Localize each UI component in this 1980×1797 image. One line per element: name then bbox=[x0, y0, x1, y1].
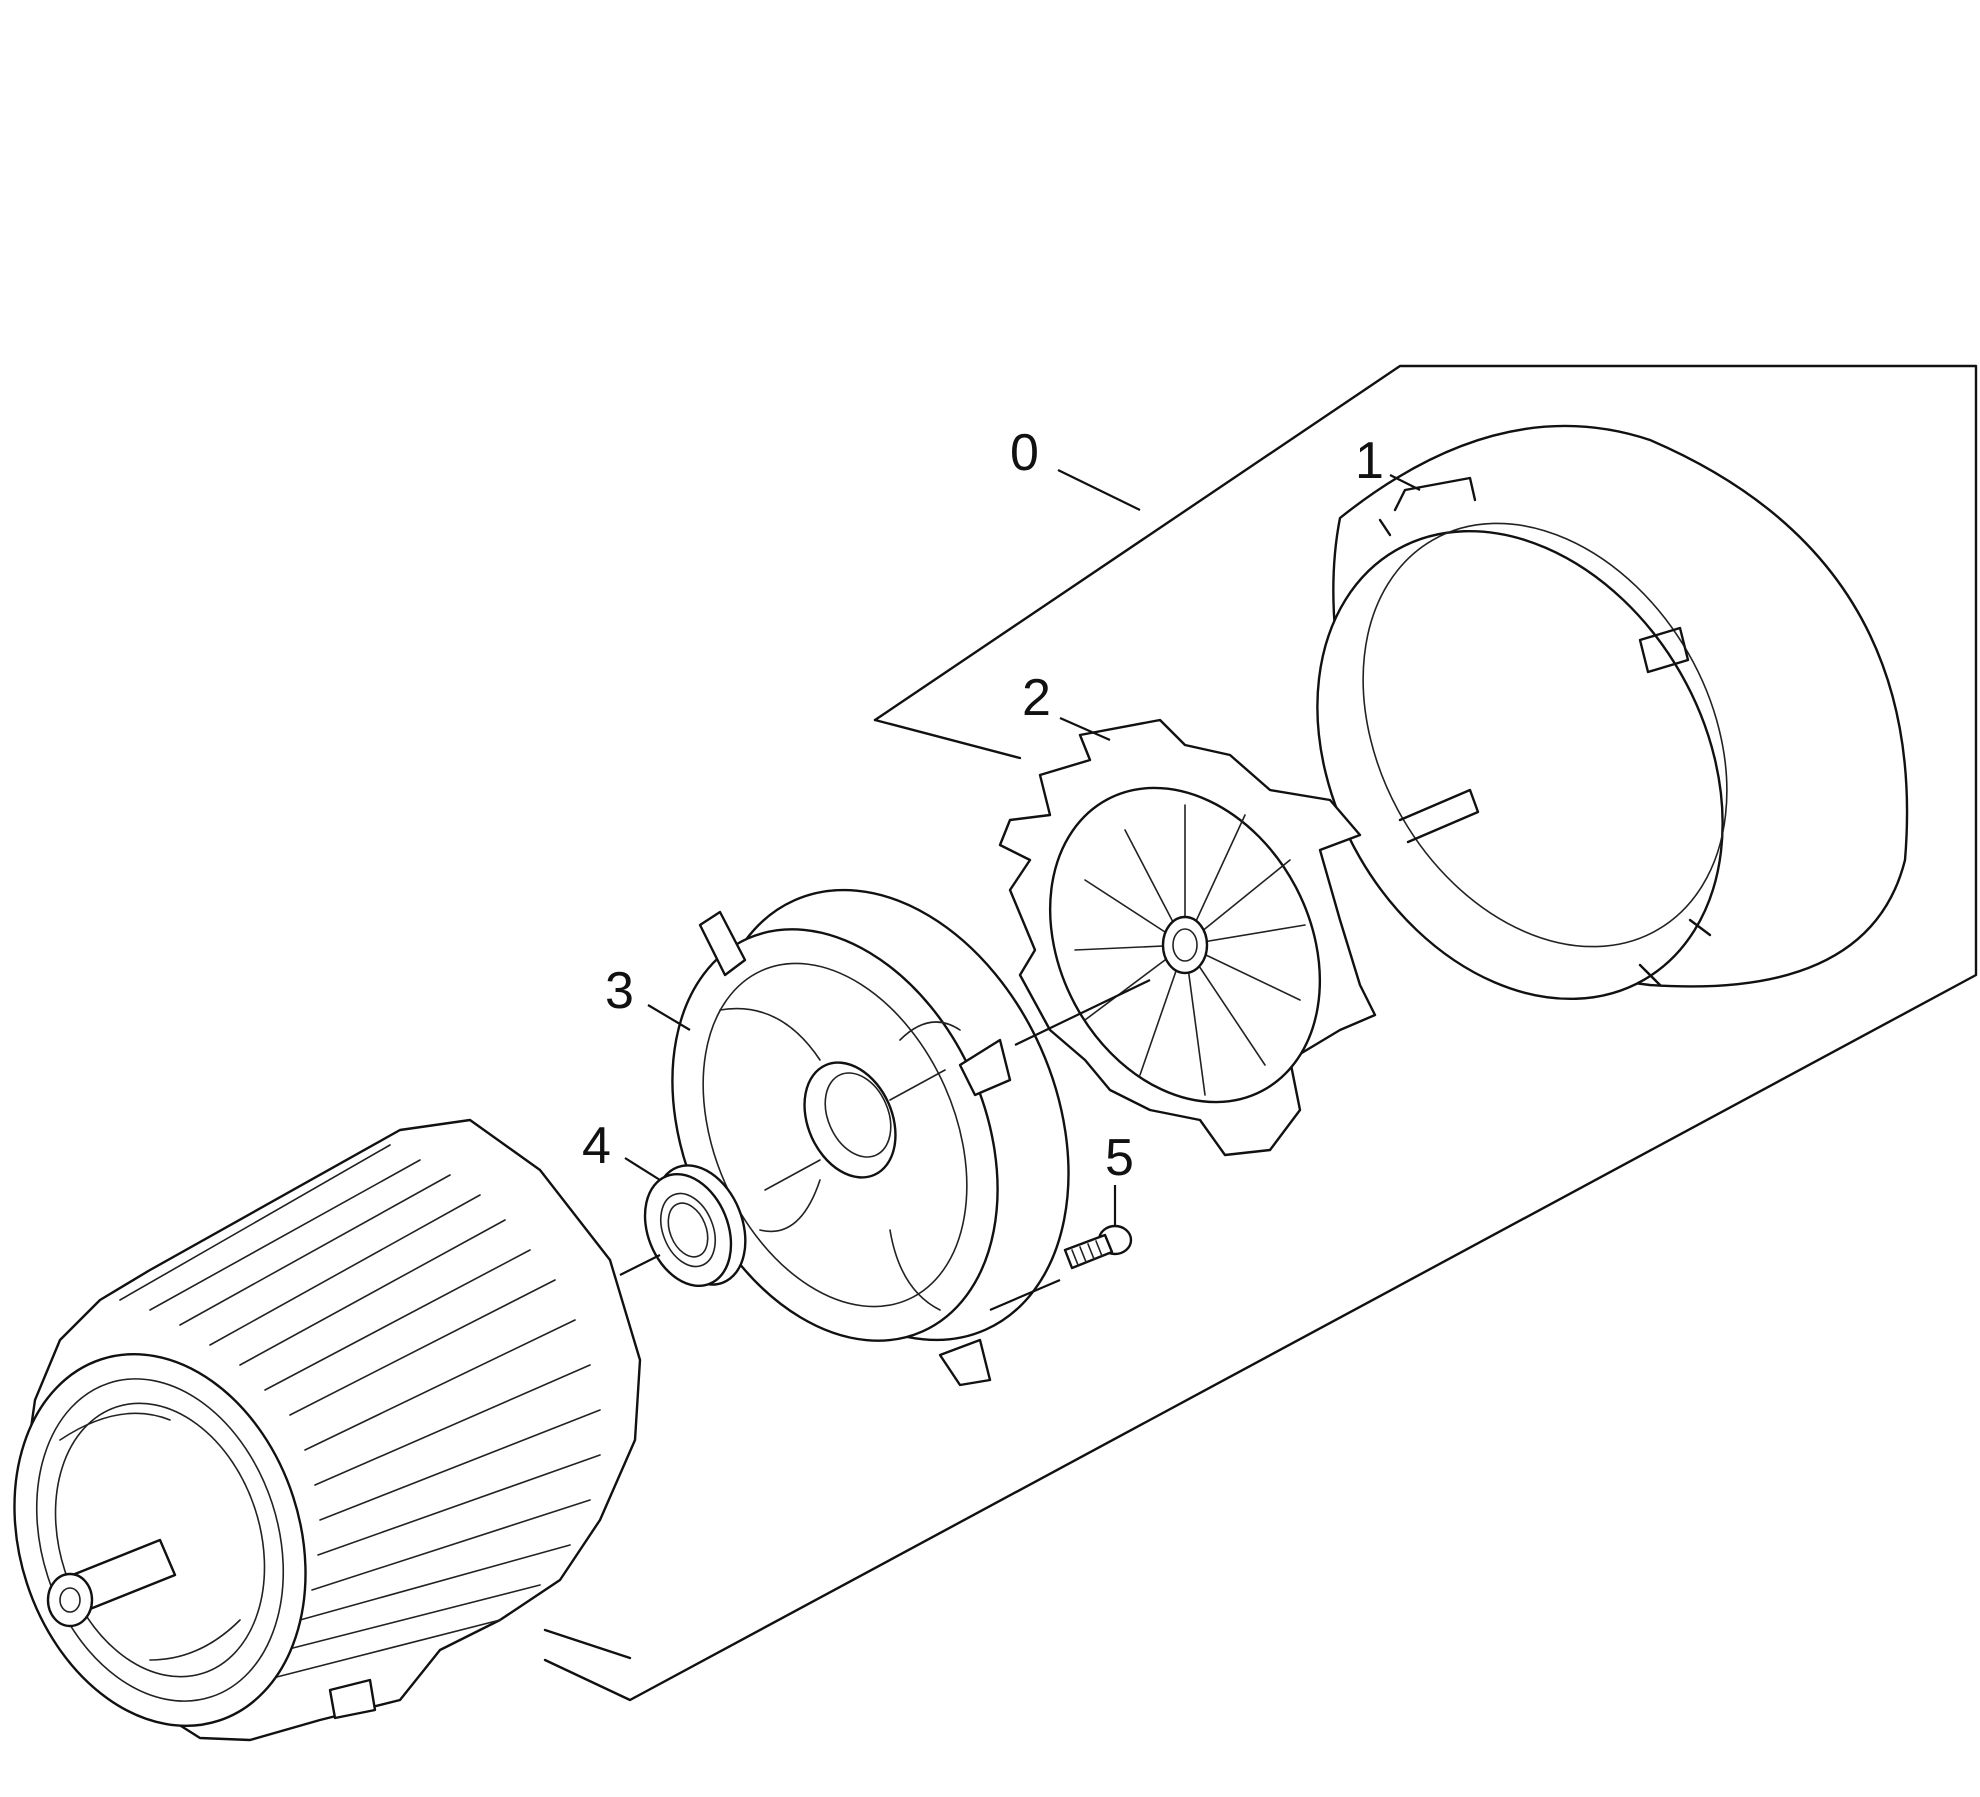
callout-numbers: 0 1 2 3 4 5 bbox=[582, 424, 1384, 1187]
fan-impeller-part bbox=[998, 718, 1377, 1157]
callout-leader-lines bbox=[619, 469, 1421, 1312]
callout-2: 2 bbox=[1022, 669, 1051, 727]
callout-5: 5 bbox=[1105, 1129, 1134, 1187]
motor-housing bbox=[13, 1118, 642, 1742]
motor-end-shield-part bbox=[671, 888, 1070, 1387]
callout-4: 4 bbox=[582, 1117, 611, 1175]
callout-3: 3 bbox=[605, 962, 634, 1020]
assembly-bracket-outline bbox=[543, 364, 1978, 1702]
callout-1: 1 bbox=[1355, 432, 1384, 490]
callout-0: 0 bbox=[1010, 424, 1039, 482]
ball-bearing-part bbox=[643, 1164, 747, 1288]
fan-cover-part bbox=[1316, 424, 1909, 1001]
screw-part bbox=[1063, 1224, 1133, 1270]
